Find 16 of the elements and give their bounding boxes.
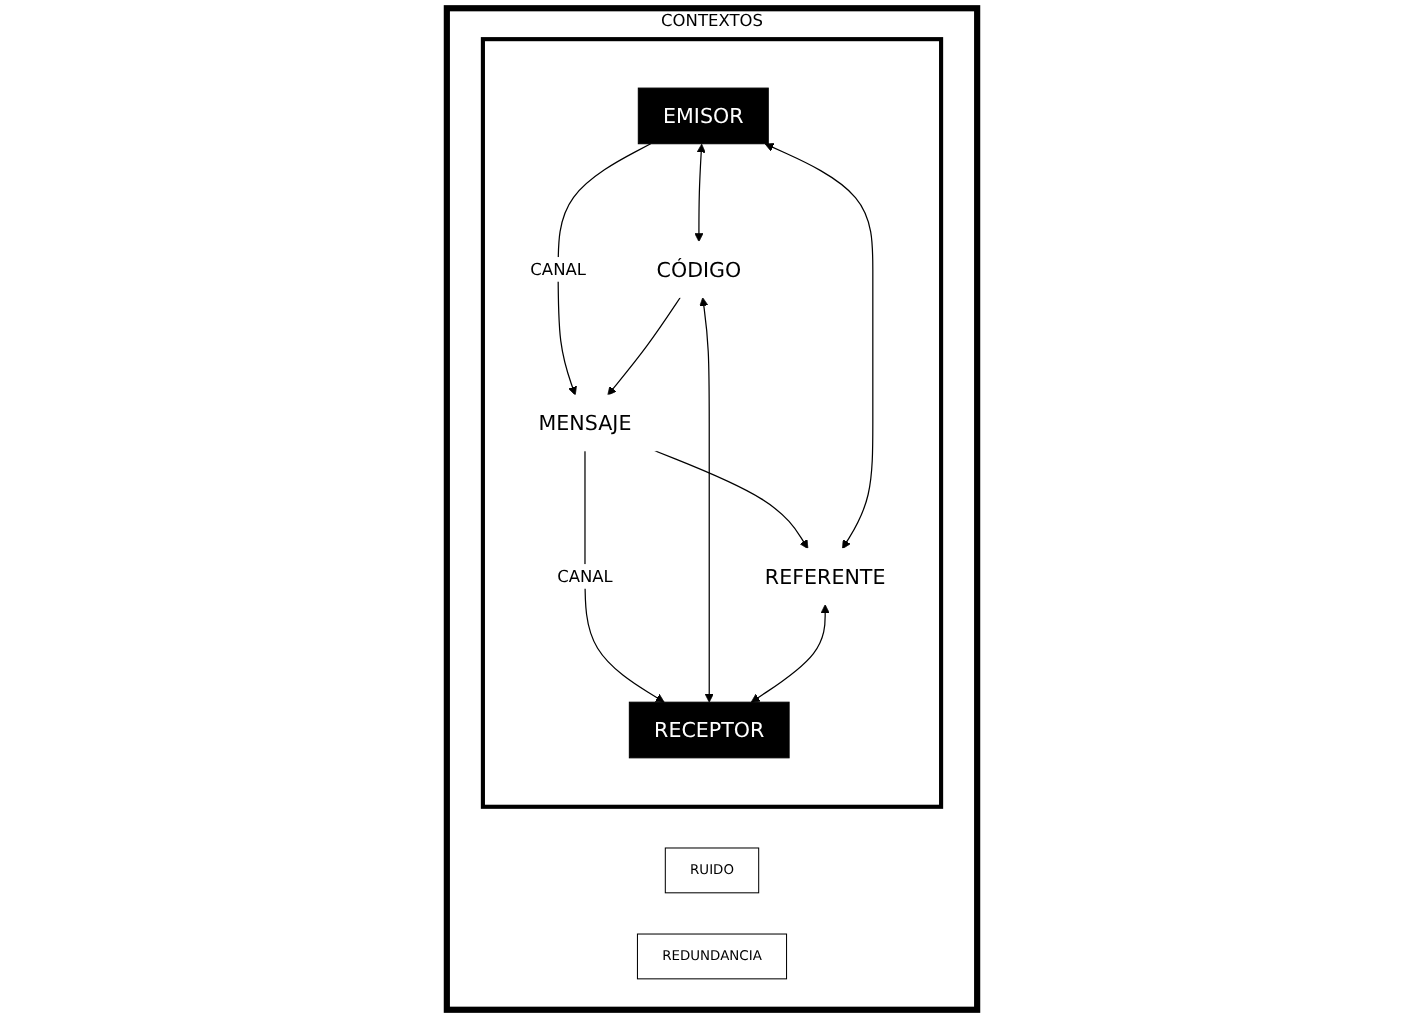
arrow bbox=[699, 297, 714, 703]
arrow bbox=[750, 604, 830, 703]
node-box: EMISOR bbox=[637, 87, 769, 145]
node-text: CÓDIGO bbox=[656, 257, 742, 282]
arrow bbox=[584, 450, 665, 703]
edge-label: CANAL bbox=[557, 566, 613, 586]
edge-label: CANAL bbox=[530, 259, 586, 279]
cluster bbox=[480, 37, 944, 809]
node-text: MENSAJE bbox=[538, 410, 632, 436]
arrow bbox=[694, 143, 706, 243]
arrow bbox=[764, 143, 874, 550]
arrow bbox=[654, 450, 809, 550]
node-text: REFERENTE bbox=[764, 564, 886, 589]
node-box: RECEPTOR bbox=[628, 701, 790, 759]
arrow bbox=[557, 143, 652, 396]
arrow bbox=[607, 296, 682, 396]
